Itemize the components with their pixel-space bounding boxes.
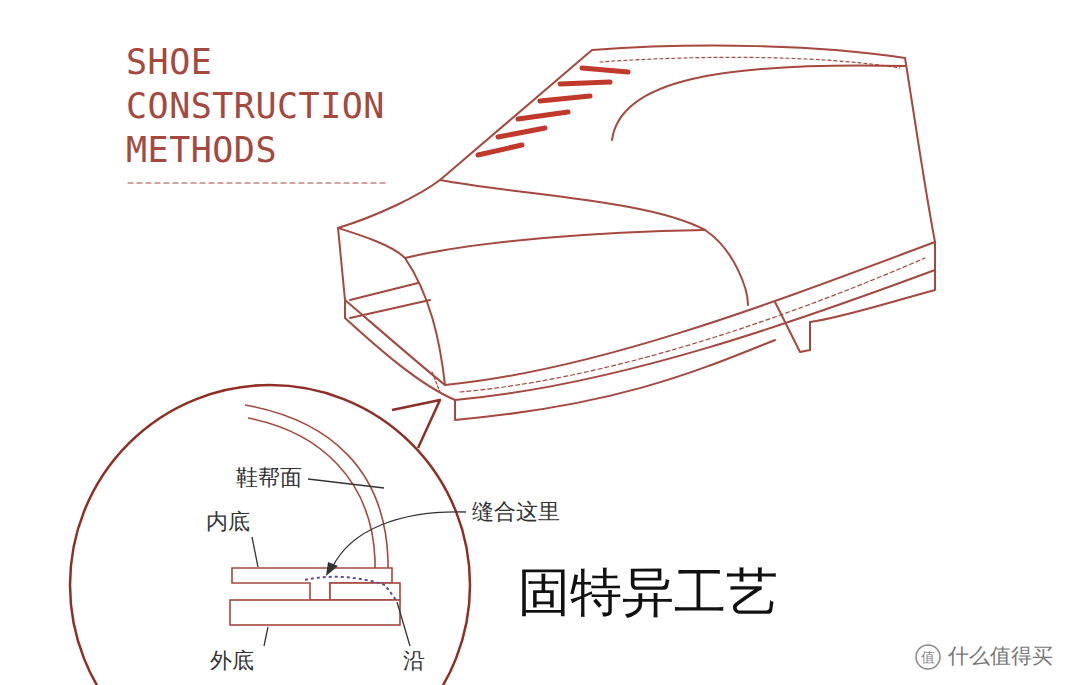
method-name: 固特异工艺 — [518, 566, 778, 618]
part-label: 沿 — [403, 650, 425, 672]
part-label: 外底 — [210, 650, 254, 672]
callout-label: 缝合这里 — [472, 501, 560, 523]
watermark: 什么值得买 — [948, 646, 1053, 667]
watermark-icon: 值 — [921, 650, 935, 664]
part-label: 鞋帮面 — [236, 467, 302, 489]
part-label: 内底 — [206, 511, 250, 533]
diagram-title: SHOE CONSTRUCTION METHODS — [126, 40, 426, 172]
